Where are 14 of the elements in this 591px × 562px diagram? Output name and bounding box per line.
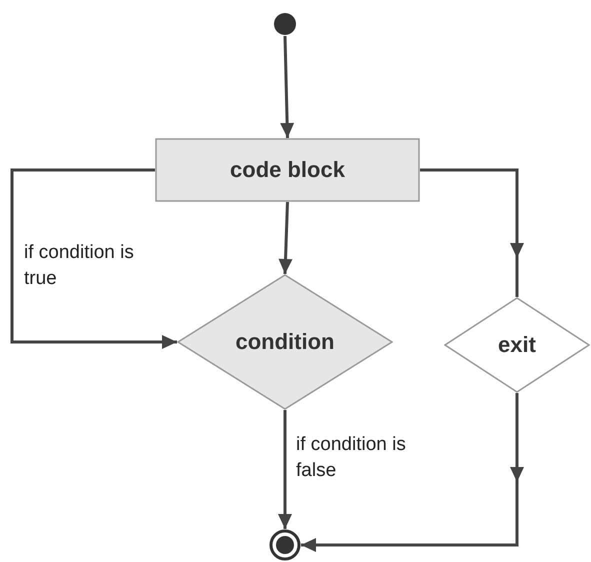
arrow — [10, 168, 177, 349]
node-label: code block — [230, 157, 345, 183]
arrow — [301, 393, 524, 552]
process-box — [155, 138, 420, 202]
arrow — [278, 202, 293, 274]
node-label: exit — [498, 332, 536, 358]
arrow — [420, 168, 524, 297]
node-label: condition — [236, 329, 334, 355]
decision-diamond — [177, 274, 393, 410]
arrow — [278, 410, 292, 529]
arrow — [280, 36, 294, 138]
start-node-circle — [273, 12, 297, 36]
decision-diamond — [444, 297, 590, 393]
end-node-circle — [269, 529, 301, 561]
